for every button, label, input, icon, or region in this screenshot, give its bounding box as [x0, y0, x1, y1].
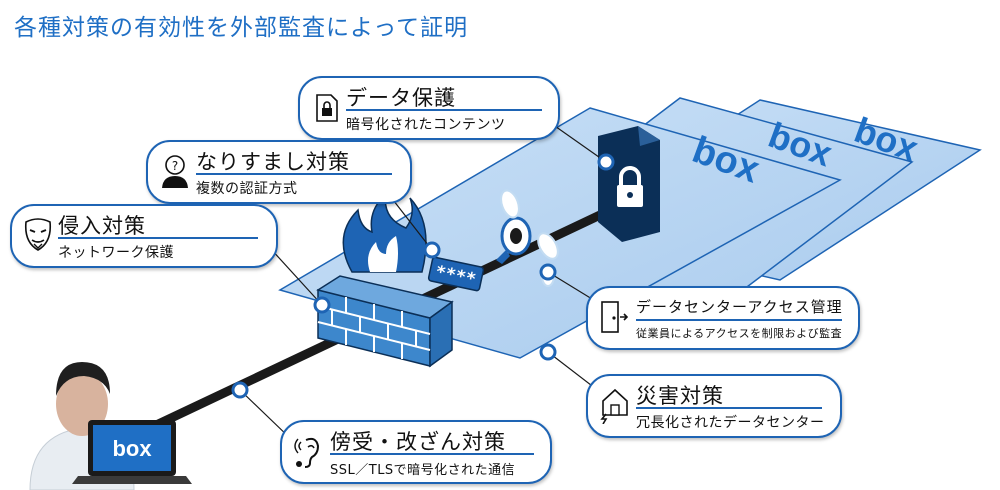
- callout-subtitle: ネットワーク保護: [58, 245, 174, 261]
- dot-intrusion: [313, 296, 331, 314]
- ear-listening-icon: [294, 437, 320, 468]
- callout-title: データセンターアクセス管理: [636, 298, 843, 316]
- page-title: 各種対策の有効性を外部監査によって証明: [14, 15, 469, 41]
- callout-underline: [330, 453, 534, 455]
- callout-subtitle: 複数の認証方式: [196, 181, 298, 197]
- svg-text:?: ?: [172, 159, 178, 173]
- door-exit-icon: [601, 301, 628, 333]
- dot-anti-spoofing: [423, 241, 441, 259]
- encrypted-document-icon: [598, 126, 660, 242]
- callout-title: 侵入対策: [58, 214, 146, 238]
- callout-anti-spoofing: ? なりすまし対策 複数の認証方式: [146, 140, 412, 204]
- callout-underline: [58, 237, 258, 239]
- dot-data-protection: [597, 153, 615, 171]
- callout-subtitle: 暗号化されたコンテンツ: [346, 117, 506, 133]
- dot-datacenter-access: [539, 263, 557, 281]
- callout-subtitle: 冗長化されたデータセンター: [636, 415, 825, 431]
- callout-title: 災害対策: [636, 384, 724, 408]
- key-icon: [496, 189, 559, 287]
- laptop-box-logo: box: [112, 436, 152, 461]
- callout-datacenter-access: データセンターアクセス管理 従業員によるアクセスを制限および監査: [586, 286, 860, 350]
- callout-underline: [196, 173, 392, 175]
- callout-intrusion: 侵入対策 ネットワーク保護: [10, 204, 278, 268]
- laptop-icon: box: [72, 420, 192, 484]
- connection-dots: [231, 153, 615, 399]
- callout-data-protection: データ保護 暗号化されたコンテンツ: [298, 76, 560, 140]
- lock-document-icon: [316, 94, 338, 122]
- callout-underline: [346, 109, 542, 111]
- firewall-icon: [316, 192, 454, 368]
- callout-subtitle: 従業員によるアクセスを制限および監査: [636, 327, 843, 340]
- password-badge: ****: [427, 256, 485, 292]
- person-question-icon: ?: [162, 155, 188, 188]
- callout-title: 傍受・改ざん対策: [330, 430, 506, 454]
- dot-disaster: [539, 343, 557, 361]
- callout-underline: [636, 319, 842, 321]
- callout-disaster: 災害対策 冗長化されたデータセンター: [586, 374, 842, 438]
- house-lightning-icon: [600, 388, 628, 424]
- dot-eavesdrop: [231, 381, 249, 399]
- callout-title: なりすまし対策: [196, 150, 350, 174]
- callout-eavesdrop: 傍受・改ざん対策 SSL／TLSで暗号化された通信: [280, 420, 552, 484]
- callout-underline: [636, 407, 822, 409]
- hacker-mask-icon: [24, 218, 52, 251]
- callout-title: データ保護: [346, 86, 456, 110]
- callout-subtitle: SSL／TLSで暗号化された通信: [330, 463, 516, 478]
